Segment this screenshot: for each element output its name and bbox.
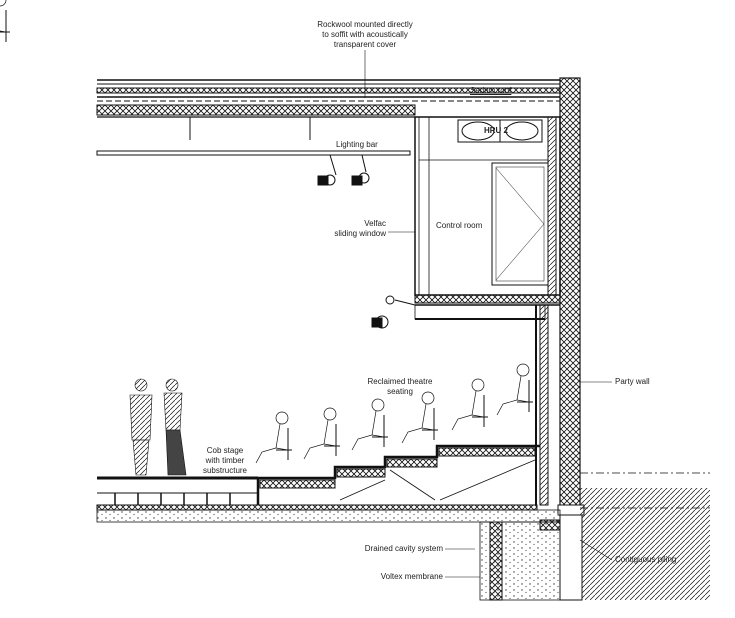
standing-figures bbox=[129, 378, 187, 476]
contiguous-piling-label: Contiguous piling bbox=[615, 555, 677, 564]
drained-cavity-label: Drained cavity system bbox=[364, 544, 443, 553]
hru-label: HRU 2 bbox=[484, 126, 509, 135]
cob-stage-label: Cob stage with timber substructure bbox=[202, 446, 248, 475]
follow-spot bbox=[371, 295, 416, 329]
stage-and-seating-tiers bbox=[96, 444, 540, 511]
sedum-roof-label: Sedum roof bbox=[470, 86, 512, 95]
roof bbox=[96, 79, 561, 140]
party-wall bbox=[535, 77, 585, 516]
control-room bbox=[414, 116, 561, 320]
lighting-bar-label: Lighting bar bbox=[336, 140, 378, 149]
voltex-label: Voltex membrane bbox=[380, 572, 443, 581]
lighting-bar bbox=[96, 150, 411, 186]
control-room-label: Control room bbox=[436, 221, 483, 230]
seating-label: Reclaimed theatre seating bbox=[367, 377, 433, 396]
party-wall-label: Party wall bbox=[615, 377, 650, 386]
velfac-label: Velfac sliding window bbox=[334, 219, 386, 238]
rockwool-label: Rockwool mounted directly to soffit with… bbox=[317, 20, 413, 49]
ground-slab bbox=[96, 509, 561, 601]
seated-audience bbox=[0, 0, 534, 464]
door bbox=[491, 162, 549, 286]
contiguous-piling bbox=[559, 472, 710, 601]
